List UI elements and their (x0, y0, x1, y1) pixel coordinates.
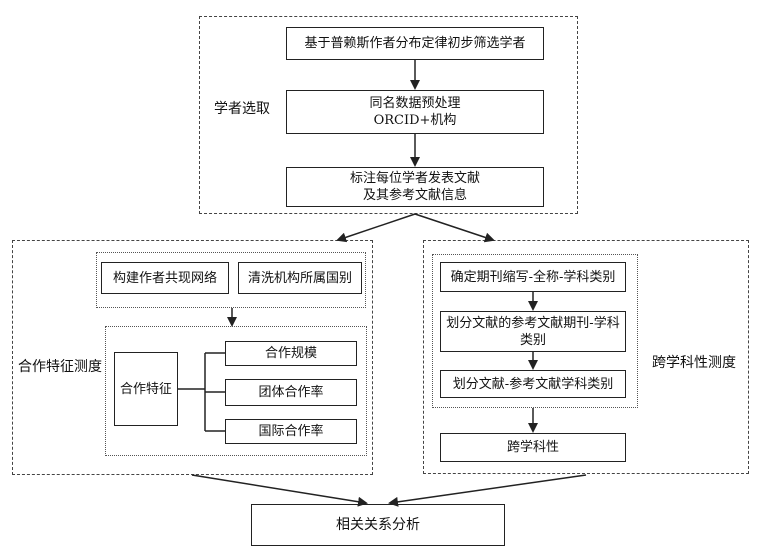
scale-box: 合作规模 (225, 341, 357, 366)
correlation-text: 相关关系分析 (336, 516, 420, 533)
name-preprocess-step: 同名数据预处理 ORCID+机构 (286, 90, 544, 134)
interdisciplinary-region (423, 240, 749, 474)
arrow-cooperation-to-final (191, 474, 368, 507)
cooperation-label: 合作特征测度 (18, 359, 102, 375)
price-law-step: 基于普赖斯作者分布定律初步筛选学者 (286, 27, 544, 60)
scale-text: 合作规模 (264, 346, 317, 361)
feature-text: 合作特征 (119, 381, 172, 397)
arrow-to-cooperation (336, 213, 416, 243)
annotate-line1: 标注每位学者发表文献 (349, 171, 480, 186)
journal-abbr-text: 确定期刊缩写-全称-学科类别 (450, 269, 616, 285)
ref-journal-step: 划分文献的参考文献期刊-学科 类别 (440, 311, 626, 352)
name-preprocess-line2: ORCID+机构 (373, 113, 457, 128)
journal-abbr-step: 确定期刊缩写-全称-学科类别 (440, 262, 626, 292)
clean-text: 清洗机构所属国别 (247, 270, 352, 286)
annotate-line2: 及其参考文献信息 (362, 188, 467, 203)
network-text: 构建作者共现网络 (112, 270, 217, 286)
name-preprocess-line1: 同名数据预处理 (369, 96, 461, 111)
feature-box: 合作特征 (114, 352, 178, 426)
group-rate-box: 团体合作率 (225, 379, 357, 406)
arrow-to-interdisciplinary (414, 213, 495, 243)
ref-journal-line1: 划分文献的参考文献期刊-学科 (446, 315, 620, 331)
arrow-interdisciplinary-to-final (388, 474, 587, 507)
ref-category-text: 划分文献-参考文献学科类别 (452, 376, 614, 392)
clean-step: 清洗机构所属国别 (238, 262, 362, 294)
interdisciplinarity-box: 跨学科性 (440, 433, 626, 462)
interdisciplinarity-text: 跨学科性 (506, 440, 559, 455)
intl-rate-text: 国际合作率 (258, 424, 324, 439)
ref-category-step: 划分文献-参考文献学科类别 (440, 370, 626, 398)
correlation-box: 相关关系分析 (251, 504, 505, 546)
network-step: 构建作者共现网络 (101, 262, 229, 294)
ref-journal-line2: 类别 (519, 332, 546, 348)
price-law-text: 基于普赖斯作者分布定律初步筛选学者 (304, 36, 526, 51)
selection-label: 学者选取 (214, 101, 270, 117)
group-rate-text: 团体合作率 (258, 385, 324, 400)
interdisciplinary-label: 跨学科性测度 (652, 355, 736, 371)
intl-rate-box: 国际合作率 (225, 419, 357, 444)
annotate-step: 标注每位学者发表文献 及其参考文献信息 (286, 167, 544, 207)
journal-group (432, 254, 638, 408)
network-group (96, 252, 366, 308)
selection-region (199, 16, 578, 214)
